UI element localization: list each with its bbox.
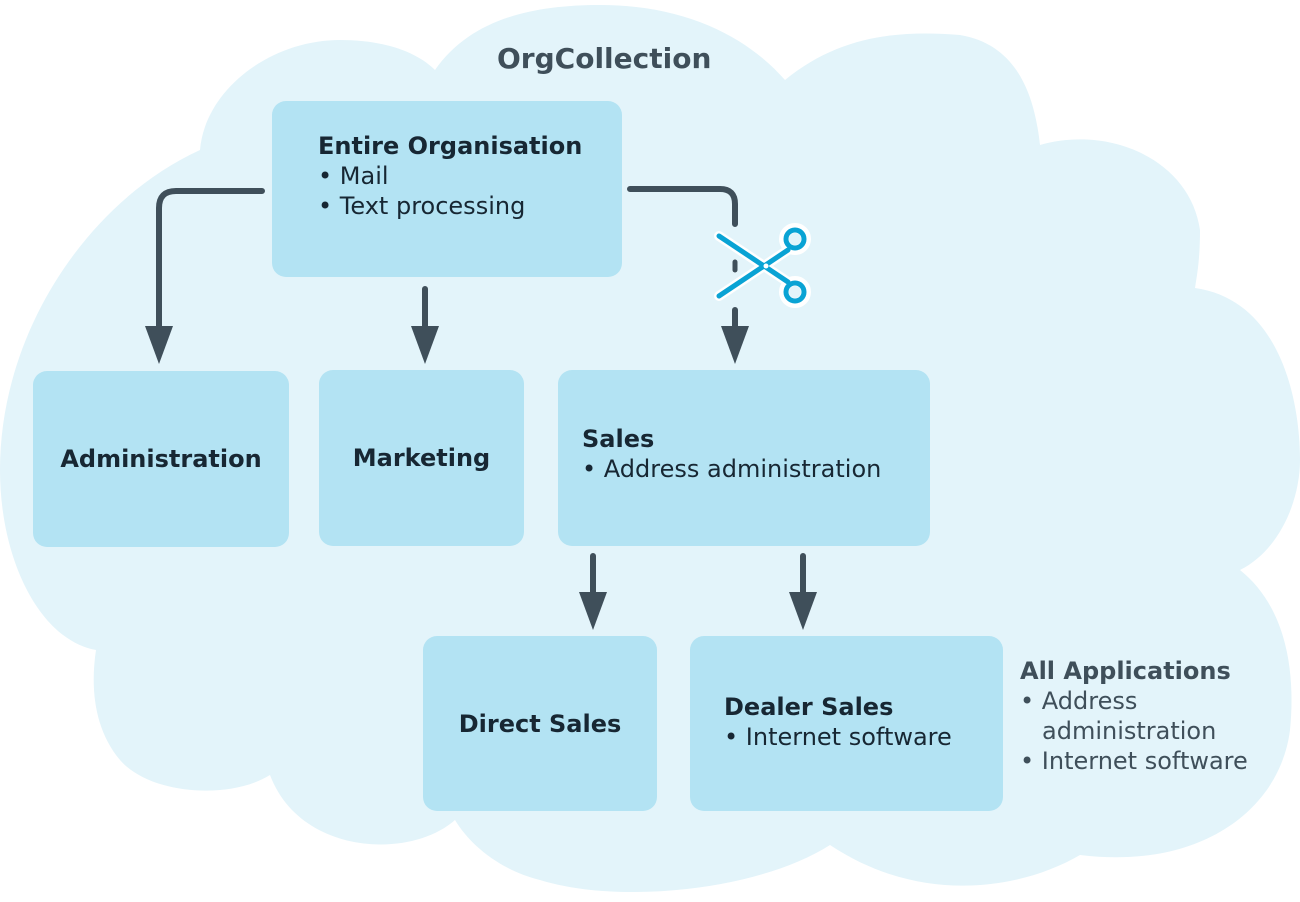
node-sales-items: Address administration bbox=[582, 454, 930, 484]
list-item: Address administration bbox=[1020, 686, 1272, 746]
list-item: Internet software bbox=[1020, 746, 1272, 776]
node-dealer-sales-items: Internet software bbox=[724, 722, 1003, 752]
scissors-icon bbox=[714, 223, 811, 308]
node-administration-name: Administration bbox=[60, 445, 262, 473]
node-sales-name: Sales bbox=[582, 425, 655, 453]
node-administration: Administration bbox=[33, 371, 289, 547]
connector-entire-to-sales-top bbox=[627, 186, 738, 227]
list-item: Address administration bbox=[582, 454, 930, 484]
list-item: Mail bbox=[318, 161, 622, 191]
node-marketing-name: Marketing bbox=[352, 444, 491, 472]
node-dealer-sales: Dealer Sales Internet software bbox=[690, 636, 1003, 811]
arrowhead-dealer-sales bbox=[789, 592, 817, 630]
arrowhead-direct-sales bbox=[579, 592, 607, 630]
node-entire-organisation-items: Mail Text processing bbox=[318, 161, 622, 221]
diagram-title: OrgCollection bbox=[497, 42, 712, 75]
node-entire-organisation: Entire Organisation Mail Text processing bbox=[272, 101, 622, 277]
arrowhead-marketing bbox=[411, 326, 439, 364]
all-applications-title: All Applications bbox=[1020, 657, 1231, 685]
arrowhead-administration bbox=[145, 326, 173, 364]
node-marketing: Marketing bbox=[319, 370, 524, 546]
node-dealer-sales-name: Dealer Sales bbox=[724, 693, 894, 721]
connector-entire-to-administration bbox=[156, 188, 265, 333]
all-applications-note: All Applications Address administration … bbox=[1020, 656, 1272, 776]
list-item: Internet software bbox=[724, 722, 1003, 752]
all-applications-items: Address administration Internet software bbox=[1020, 686, 1272, 776]
node-sales: Sales Address administration bbox=[558, 370, 930, 546]
arrowhead-sales bbox=[721, 326, 749, 364]
node-entire-organisation-name: Entire Organisation bbox=[318, 132, 583, 160]
node-direct-sales-name: Direct Sales bbox=[458, 709, 622, 738]
node-direct-sales: Direct Sales bbox=[423, 636, 657, 811]
list-item: Text processing bbox=[318, 191, 622, 221]
